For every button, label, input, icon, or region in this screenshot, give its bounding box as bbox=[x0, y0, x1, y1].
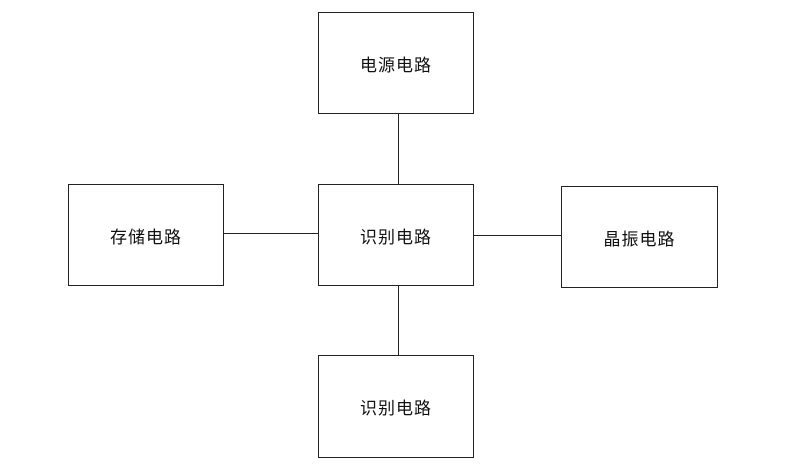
connector-identification-bottom bbox=[398, 286, 399, 355]
storage-circuit-box: 存储电路 bbox=[68, 184, 224, 286]
identification-circuit-box: 识别电路 bbox=[318, 184, 474, 286]
bottom-identification-circuit-label: 识别电路 bbox=[360, 399, 432, 419]
connector-identification-crystal bbox=[474, 235, 561, 236]
connector-identification-storage bbox=[224, 233, 318, 234]
storage-circuit-label: 存储电路 bbox=[110, 227, 182, 248]
crystal-oscillator-circuit-label: 晶振电路 bbox=[603, 229, 676, 250]
power-circuit-box: 电源电路 bbox=[318, 12, 474, 114]
power-circuit-label: 电源电路 bbox=[360, 55, 432, 76]
identification-circuit-label: 识别电路 bbox=[360, 227, 432, 248]
bottom-identification-circuit-box: 识别电路 bbox=[318, 355, 474, 458]
connector-identification-power bbox=[398, 114, 399, 184]
crystal-oscillator-circuit-box: 晶振电路 bbox=[561, 186, 718, 288]
